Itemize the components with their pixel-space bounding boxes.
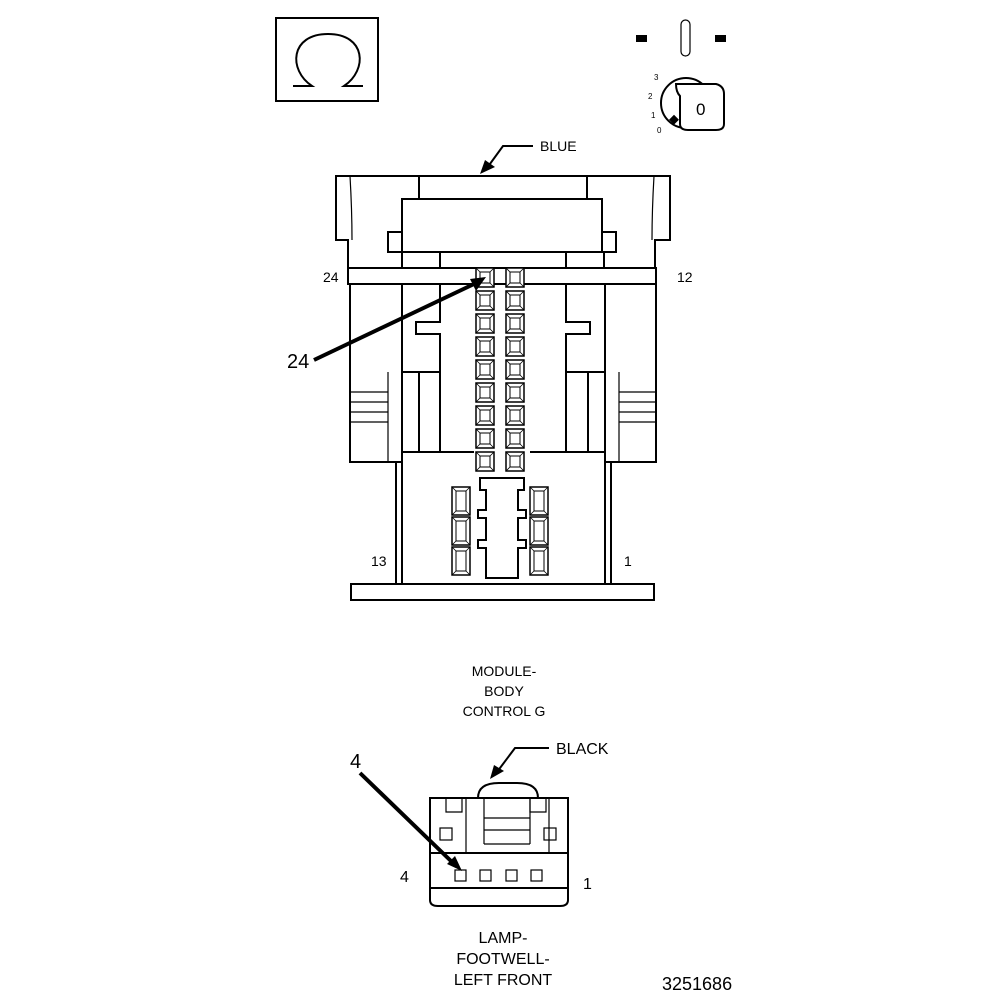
- connector-g-cavity: [475, 428, 495, 449]
- connector-g-cavity: [451, 546, 471, 576]
- connector-g-cavity: [451, 486, 471, 516]
- lamp-connector-callout-4: 4: [350, 751, 361, 773]
- connector-g-cavity: [475, 359, 495, 380]
- connector-g-cavity: [505, 336, 525, 357]
- ohm-icon: [275, 17, 379, 102]
- ignition-position-2: 2: [648, 92, 653, 101]
- connector-g-cavity: [505, 359, 525, 380]
- connector-g-cavity: [475, 405, 495, 426]
- connector-g-cavity: [451, 516, 471, 546]
- connector-g-cavity: [505, 382, 525, 403]
- lamp-connector-name-line-3: LEFT FRONT: [454, 972, 553, 989]
- connector-g-callout-24: 24: [287, 351, 309, 373]
- ignition-position-3: 3: [654, 73, 659, 82]
- connector-g-cavity: [475, 290, 495, 311]
- body-control-connector-g: BLUE 24 12: [287, 138, 693, 719]
- connector-g-cavity: [529, 486, 549, 516]
- connector-g-cavity: [505, 405, 525, 426]
- lamp-connector-name-line-2: FOOTWELL-: [456, 951, 549, 968]
- lamp-connector-pin-1-label: 1: [583, 876, 592, 893]
- connector-g-cavity: [505, 428, 525, 449]
- connector-g-name-line-2: BODY: [484, 683, 524, 699]
- connector-g-name-line-3: CONTROL G: [463, 703, 546, 719]
- connector-g-cavity: [475, 336, 495, 357]
- ignition-key-label: 0: [696, 100, 705, 119]
- connector-g-cavity: [475, 382, 495, 403]
- lamp-connector-name-line-1: LAMP-: [479, 930, 528, 947]
- ignition-position-0: 0: [657, 126, 662, 135]
- lamp-connector-pin-4-label: 4: [400, 869, 409, 886]
- connector-g-cavity: [505, 290, 525, 311]
- ignition-key-icon: 3 2 1 0 0: [636, 19, 726, 135]
- connector-g-pin-12-label: 12: [677, 269, 693, 285]
- lamp-connector-color-label: BLACK: [556, 741, 609, 758]
- connector-g-cavity: [505, 267, 525, 288]
- connector-g-cavity: [475, 313, 495, 334]
- connector-g-pin-13-label: 13: [371, 553, 387, 569]
- connector-g-name-line-1: MODULE-: [472, 663, 537, 679]
- connector-g-pin-1-label: 1: [624, 553, 632, 569]
- connector-g-cavity: [505, 451, 525, 472]
- connector-g-cavity: [505, 313, 525, 334]
- connector-g-cavity: [529, 516, 549, 546]
- connector-g-pin-24-label: 24: [323, 269, 339, 285]
- ignition-position-1: 1: [651, 111, 656, 120]
- connector-g-cavities: [451, 267, 549, 576]
- connector-g-cavity: [529, 546, 549, 576]
- connector-g-color-label: BLUE: [540, 138, 577, 154]
- connector-g-cavity: [475, 451, 495, 472]
- lamp-footwell-connector: BLACK 4 4 1 LAMP- FOOTWELL- LEFT FRONT: [350, 741, 609, 989]
- figure-number: 3251686: [662, 974, 732, 994]
